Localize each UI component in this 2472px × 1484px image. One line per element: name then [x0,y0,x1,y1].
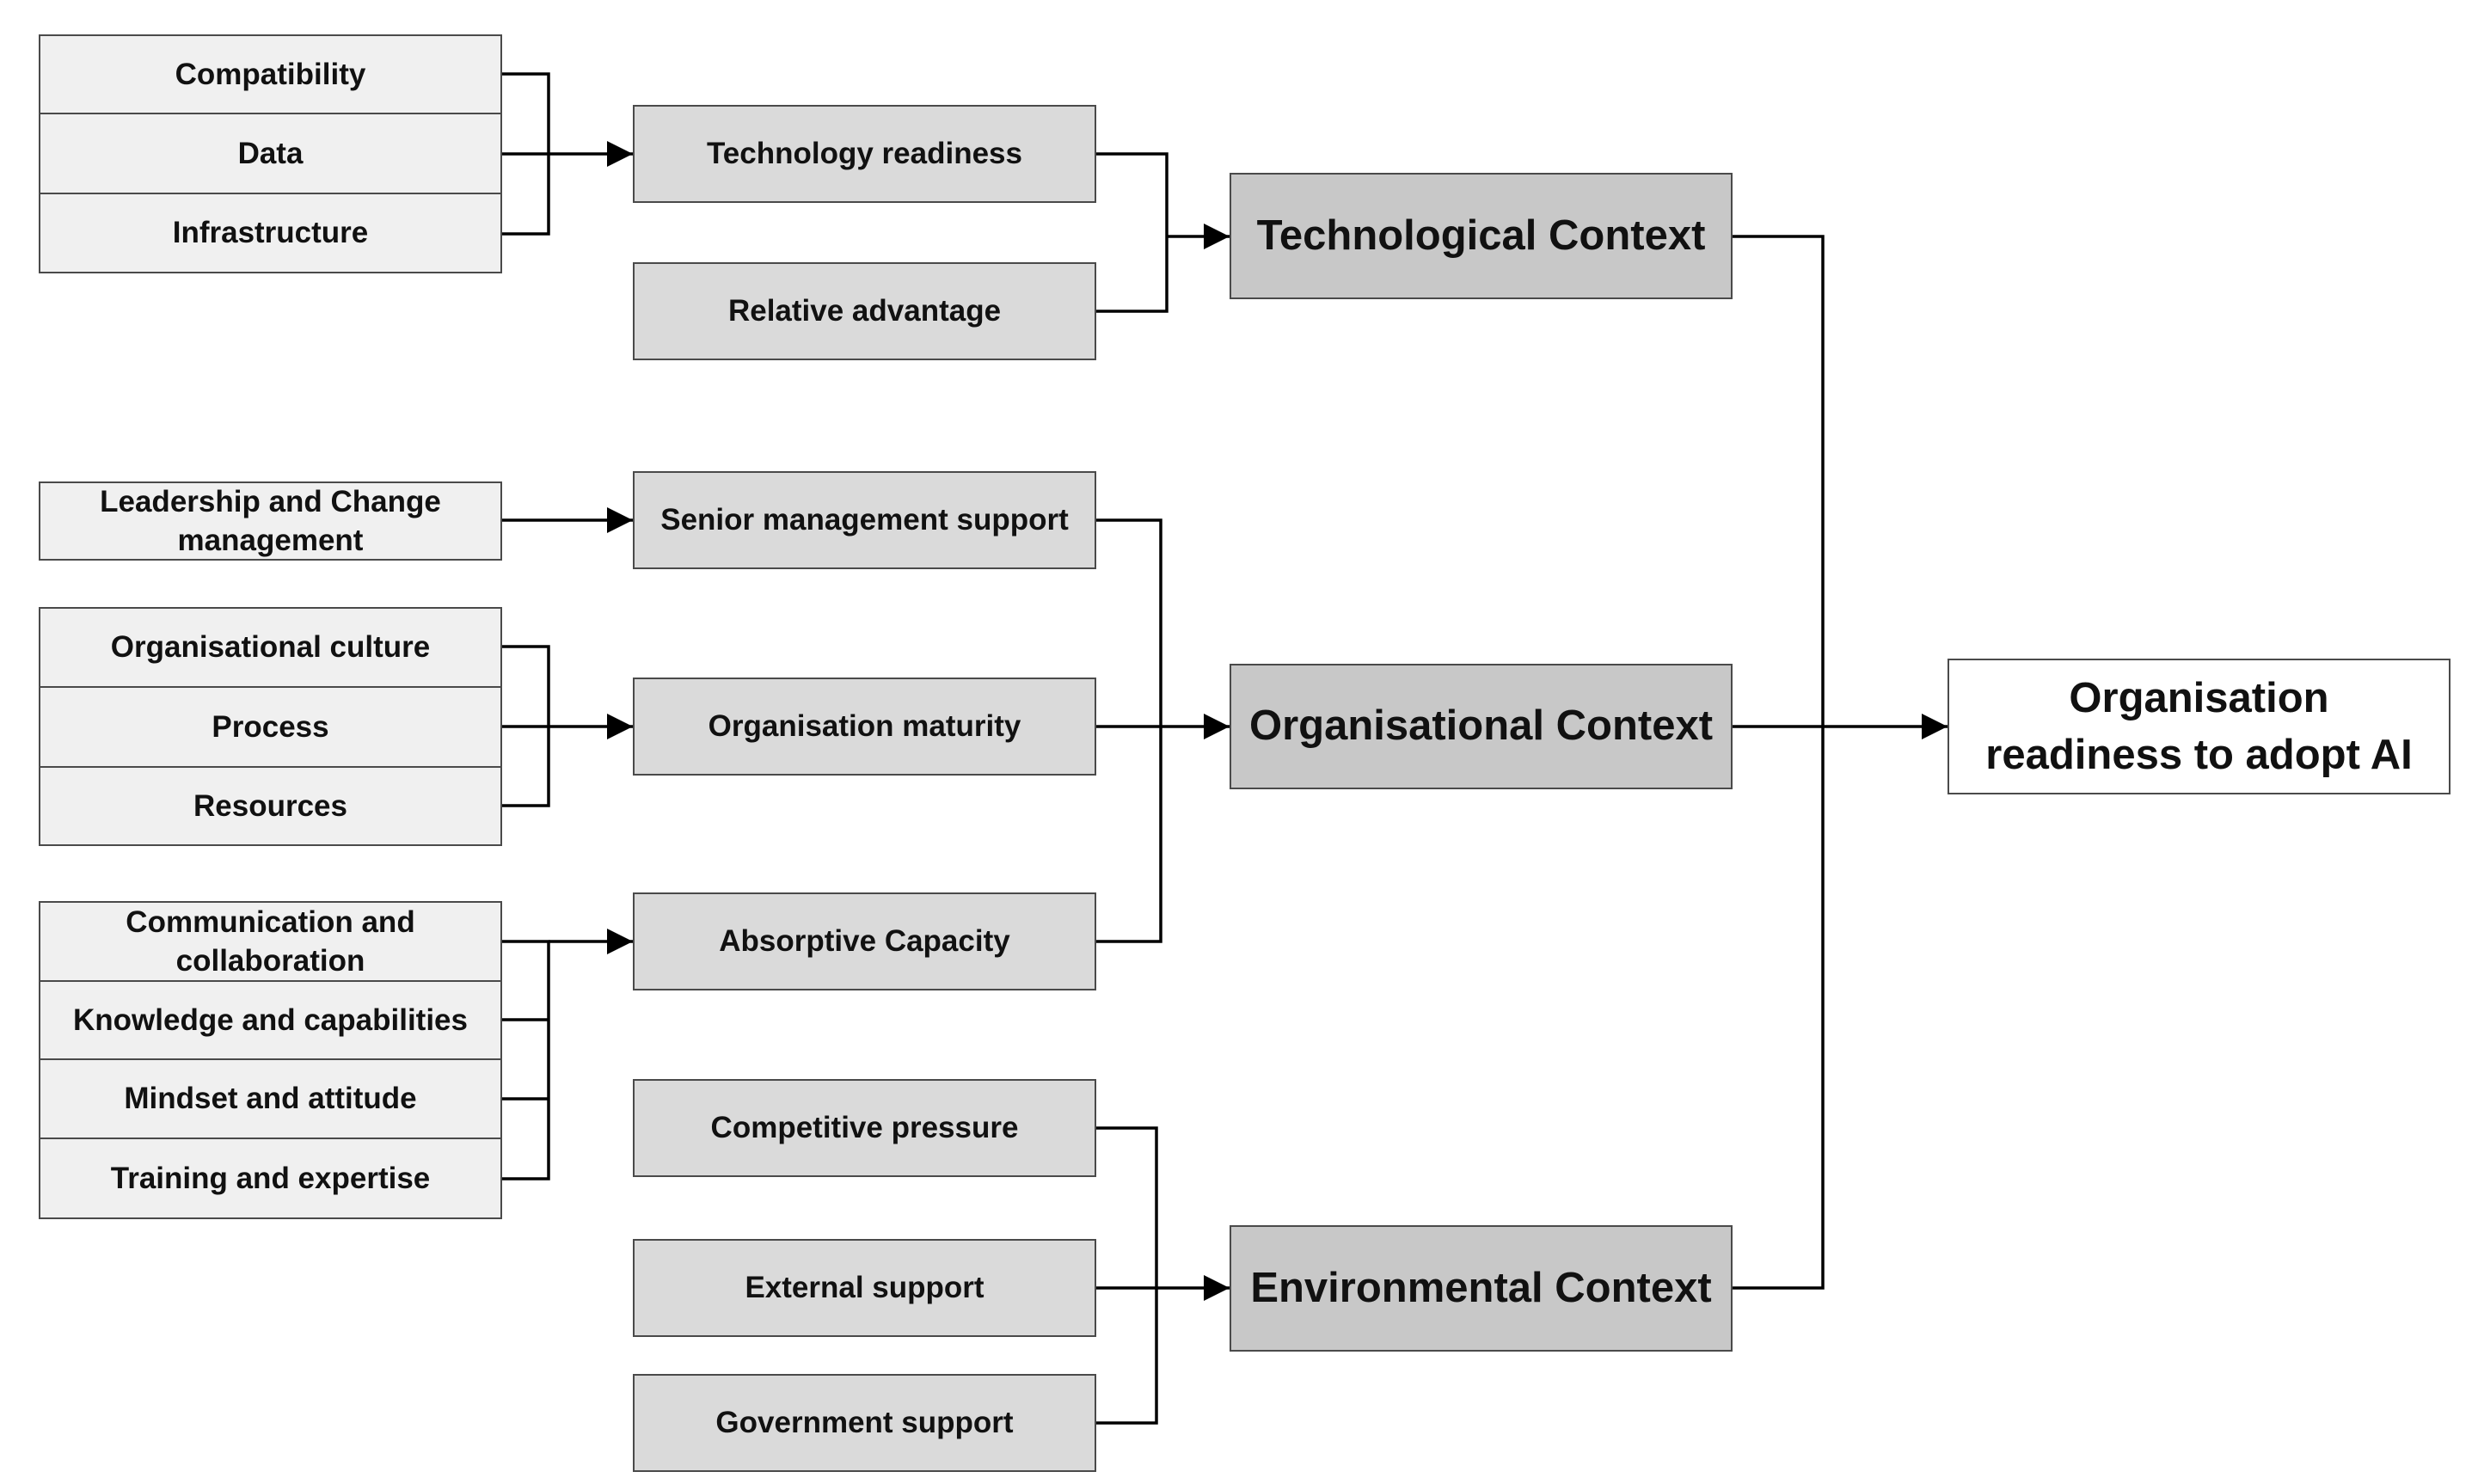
determinant-government-support: Government support [633,1374,1096,1472]
connector-absorptive-bracket [502,940,550,1180]
outcome-ai-readiness: Organisation readiness to adopt AI [1948,659,2451,794]
context-environmental-label: Environmental Context [1250,1264,1712,1311]
context-organisational-label: Organisational Context [1248,702,1714,750]
factor-data-label: Data [237,136,304,170]
factor-communication-label: Communication and collaboration [126,905,415,978]
factor-infrastructure: Infrastructure [39,193,502,273]
factor-organisational-culture-label: Organisational culture [110,630,431,665]
connector-tech-bracket [1096,152,1169,313]
determinant-technology-readiness: Technology readiness [633,105,1096,203]
factor-mindset-label: Mindset and attitude [124,1082,417,1116]
determinant-government-support-label: Government support [715,1406,1014,1440]
determinant-external-support-label: External support [745,1271,985,1305]
connector-org-bracket [1096,518,1162,943]
factor-infrastructure-label: Infrastructure [172,216,369,250]
factor-organisational-culture: Organisational culture [39,607,502,688]
determinant-relative-advantage: Relative advantage [633,262,1096,360]
determinant-senior-management-support-label: Senior management support [660,503,1069,537]
context-technological-label: Technological Context [1256,212,1706,259]
determinant-competitive-pressure: Competitive pressure [633,1079,1096,1177]
factor-process: Process [39,686,502,768]
factor-resources-label: Resources [193,788,347,823]
context-organisational: Organisational Context [1230,664,1733,789]
factor-communication: Communication and collaboration [39,901,502,982]
determinant-competitive-pressure-label: Competitive pressure [710,1111,1019,1145]
factor-resources: Resources [39,766,502,846]
determinant-absorptive-capacity: Absorptive Capacity [633,892,1096,990]
determinant-technology-readiness-label: Technology readiness [707,137,1022,171]
determinant-organisation-maturity-label: Organisation maturity [708,709,1021,744]
context-environmental: Environmental Context [1230,1225,1733,1352]
determinant-external-support: External support [633,1239,1096,1337]
factor-compatibility: Compatibility [39,34,502,114]
outcome-ai-readiness-label: Organisation readiness to adopt AI [1985,674,2413,778]
determinant-senior-management-support: Senior management support [633,471,1096,569]
factor-training: Training and expertise [39,1138,502,1219]
determinant-relative-advantage-label: Relative advantage [727,294,1002,328]
factor-mindset: Mindset and attitude [39,1058,502,1139]
determinant-organisation-maturity: Organisation maturity [633,678,1096,776]
factor-knowledge-label: Knowledge and capabilities [73,1003,468,1037]
factor-process-label: Process [212,709,329,744]
factor-compatibility-label: Compatibility [175,57,366,91]
factor-training-label: Training and expertise [110,1161,431,1195]
factor-data: Data [39,113,502,194]
factor-knowledge: Knowledge and capabilities [39,980,502,1060]
factor-leadership-label: Leadership and Change management [100,484,441,558]
factor-leadership: Leadership and Change management [39,481,502,561]
connector-env-bracket [1096,1126,1158,1425]
connector-context-bracket [1733,235,1825,1290]
determinant-absorptive-capacity-label: Absorptive Capacity [719,924,1010,959]
context-technological: Technological Context [1230,173,1733,299]
